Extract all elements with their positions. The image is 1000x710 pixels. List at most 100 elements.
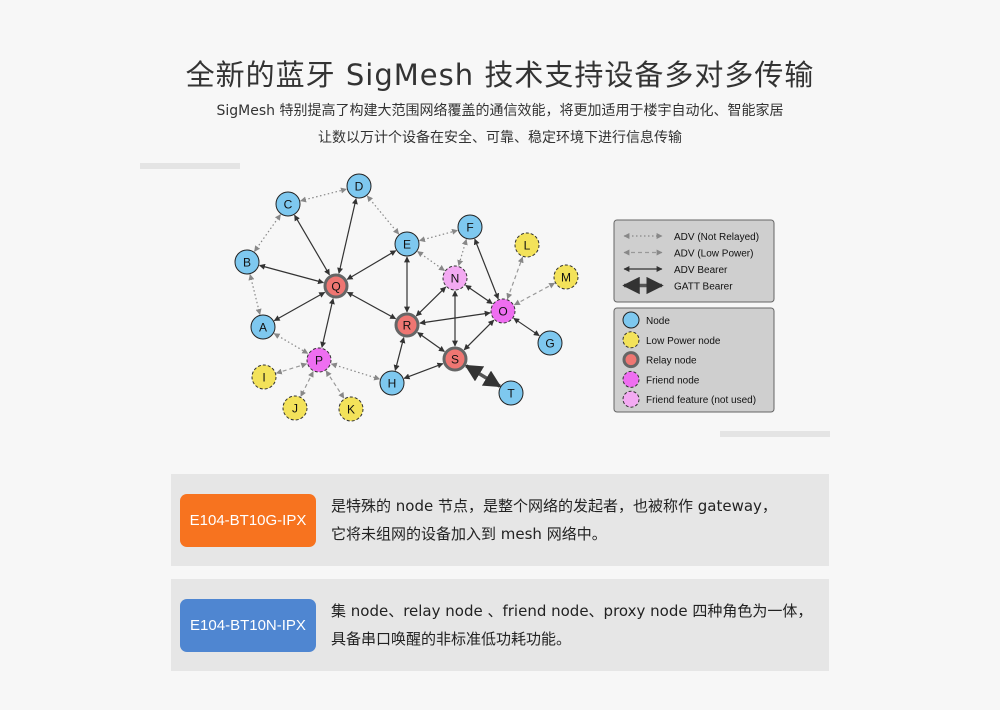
edge-E-N bbox=[417, 251, 445, 271]
legend-label: ADV (Not Relayed) bbox=[674, 232, 759, 243]
edge-F-N bbox=[457, 238, 468, 267]
desc-line: 集 node、relay node 、friend node、proxy nod… bbox=[331, 602, 813, 620]
node-legend bbox=[613, 307, 775, 413]
edge-P-J bbox=[300, 371, 314, 397]
edge-P-H bbox=[330, 362, 381, 381]
node-label: D bbox=[355, 180, 364, 194]
node-label: N bbox=[451, 272, 460, 286]
legend-swatch-friend bbox=[622, 370, 640, 388]
decor-bar bbox=[140, 163, 240, 169]
edge-O-S bbox=[463, 319, 495, 351]
legend-label: Relay node bbox=[646, 356, 697, 367]
node-label: C bbox=[284, 198, 293, 212]
node-H: H bbox=[379, 370, 405, 396]
node-label: H bbox=[388, 377, 397, 391]
legend-swatch-lowpower bbox=[622, 331, 640, 349]
edge-Q-P bbox=[320, 298, 335, 348]
node-G: G bbox=[537, 330, 563, 356]
edge-C-D bbox=[300, 187, 347, 203]
edge-F-O bbox=[473, 238, 500, 300]
legend-label: Node bbox=[646, 316, 670, 327]
node-label: P bbox=[315, 354, 323, 368]
legend-label: Friend node bbox=[646, 375, 700, 386]
node-P: P bbox=[306, 347, 332, 373]
edge-S-H bbox=[403, 362, 444, 380]
edge-O-M bbox=[513, 282, 556, 306]
node-label: L bbox=[524, 239, 531, 253]
legend-swatch-node bbox=[622, 311, 640, 329]
legend-label: ADV (Low Power) bbox=[674, 249, 753, 260]
node-label: T bbox=[507, 387, 515, 401]
legend-label: GATT Bearer bbox=[674, 282, 733, 293]
model-badge: E104-BT10N-IPX bbox=[180, 599, 316, 652]
edge-O-G bbox=[513, 317, 540, 337]
edge-R-H bbox=[393, 337, 406, 371]
edge-B-Q bbox=[258, 263, 325, 285]
node-label: B bbox=[243, 256, 251, 270]
node-label: A bbox=[259, 321, 267, 335]
legend-label: Low Power node bbox=[646, 336, 721, 347]
edge-E-Q bbox=[346, 250, 397, 280]
node-Q: Q bbox=[323, 273, 349, 299]
node-T: T bbox=[498, 380, 524, 406]
node-label: G bbox=[545, 337, 554, 351]
edge-D-Q bbox=[337, 198, 358, 274]
node-B: B bbox=[234, 249, 260, 275]
edge-A-Q bbox=[273, 291, 326, 322]
node-C: C bbox=[275, 191, 301, 217]
node-F: F bbox=[457, 214, 483, 240]
node-label: J bbox=[292, 402, 298, 416]
node-label: S bbox=[451, 353, 459, 367]
node-label: F bbox=[466, 221, 473, 235]
page-title: 全新的蓝牙 SigMesh 技术支持设备多对多传输 bbox=[185, 58, 815, 92]
card-description: 集 node、relay node 、friend node、proxy nod… bbox=[331, 597, 812, 653]
edge-E-F bbox=[418, 228, 459, 243]
edge-B-A bbox=[248, 274, 262, 315]
node-O: O bbox=[490, 298, 516, 324]
mesh-network-diagram: A B C D E F G H T I J K L M Q R S P O N ADV (Not Relayed) AD… bbox=[234, 173, 775, 422]
node-A: A bbox=[250, 314, 276, 340]
edge-P-K bbox=[325, 370, 345, 399]
edge-R-S bbox=[417, 332, 445, 352]
edge-P-I bbox=[275, 362, 308, 375]
node-S: S bbox=[442, 346, 468, 372]
module-card-gateway: E104-BT10G-IPX 是特殊的 node 节点，是整个网络的发起者，也被… bbox=[171, 474, 829, 566]
edge-N-O bbox=[465, 284, 493, 305]
node-label: K bbox=[347, 403, 355, 417]
decor-bar bbox=[720, 431, 830, 437]
node-D: D bbox=[346, 173, 372, 199]
node-label: I bbox=[262, 371, 265, 385]
edge-Q-R bbox=[346, 291, 397, 320]
desc-line: 它将未组网的设备加入到 mesh 网络中。 bbox=[331, 525, 607, 543]
desc-line: 是特殊的 node 节点，是整个网络的发起者，也被称作 gateway， bbox=[331, 497, 777, 515]
legend-swatch-friendunused bbox=[622, 390, 640, 408]
edge-C-Q bbox=[294, 214, 330, 276]
desc-line: 具备串口唤醒的非标准低功耗功能。 bbox=[331, 630, 572, 648]
node-R: R bbox=[394, 312, 420, 338]
node-E: E bbox=[394, 231, 420, 257]
edge-R-N bbox=[415, 286, 447, 317]
subtitle-line-2: 让数以万计个设备在安全、可靠、稳定环境下进行信息传输 bbox=[318, 130, 682, 146]
node-label: R bbox=[403, 319, 412, 333]
card-description: 是特殊的 node 节点，是整个网络的发起者，也被称作 gateway， 它将未组… bbox=[331, 492, 777, 548]
legend-swatch-relay bbox=[622, 351, 640, 369]
node-label: Q bbox=[331, 280, 340, 294]
edge-D-E bbox=[366, 195, 400, 235]
node-L: L bbox=[514, 232, 540, 258]
legend-label: ADV Bearer bbox=[674, 265, 728, 276]
node-J: J bbox=[282, 395, 308, 421]
node-label: O bbox=[498, 305, 507, 319]
node-M: M bbox=[553, 264, 579, 290]
node-K: K bbox=[338, 396, 364, 422]
node-label: E bbox=[403, 238, 411, 252]
edge-C-B bbox=[254, 214, 281, 252]
edge-O-L bbox=[506, 256, 524, 300]
model-badge: E104-BT10G-IPX bbox=[180, 494, 316, 547]
node-N: N bbox=[442, 265, 468, 291]
subtitle-line-1: SigMesh 特别提高了构建大范围网络覆盖的通信效能，将更加适用于楼宇自动化、… bbox=[216, 103, 784, 119]
node-I: I bbox=[251, 364, 277, 390]
legend-label: Friend feature (not used) bbox=[646, 395, 756, 406]
edge-A-P bbox=[273, 333, 309, 354]
node-label: M bbox=[561, 271, 571, 285]
edge-S-T bbox=[464, 364, 502, 388]
